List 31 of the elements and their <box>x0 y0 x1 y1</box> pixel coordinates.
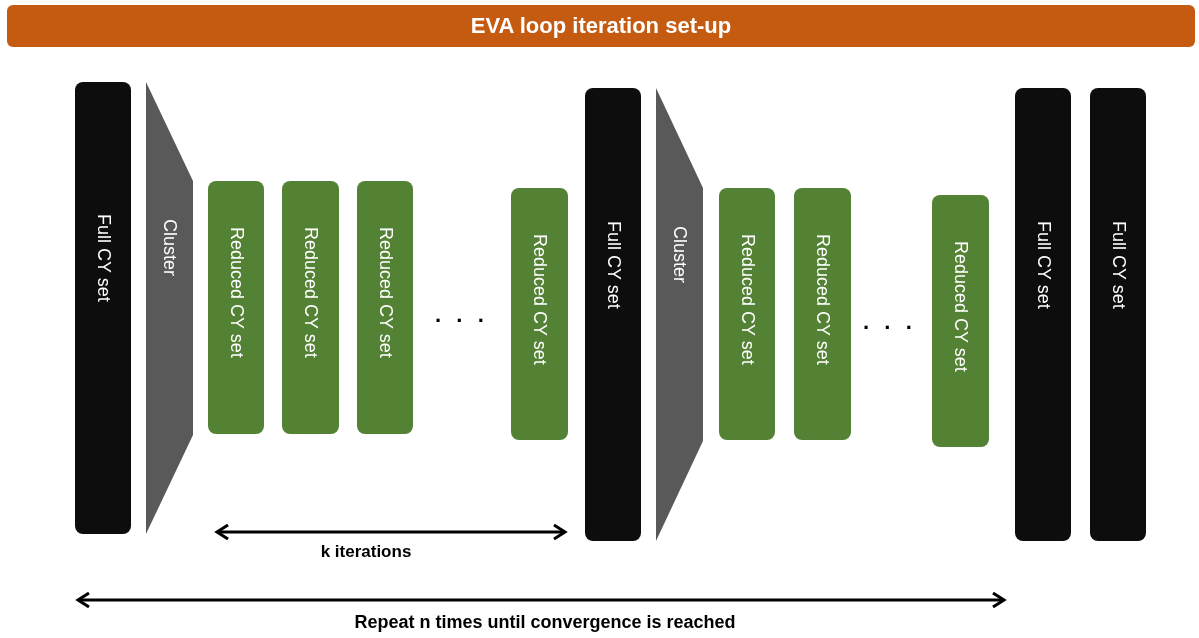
reduced-set-bar <box>719 188 775 440</box>
range-label: k iterations <box>320 542 412 562</box>
bar-label: Reduced CY set <box>950 240 971 372</box>
reduced-set-bar <box>511 188 568 440</box>
cluster-trapezoid <box>656 88 703 541</box>
bar-label: Cluster <box>669 226 690 283</box>
bar-label: Full CY set <box>1107 220 1129 309</box>
cluster-trapezoid <box>146 82 193 534</box>
range-label: Repeat n times until convergence is reached <box>354 612 736 633</box>
bar-label: Cluster <box>159 219 180 277</box>
reduced-set-bar <box>357 181 413 434</box>
bar-label: Full CY set <box>1032 220 1054 309</box>
bar-label: Reduced CY set <box>529 233 550 365</box>
bar-label: Reduced CY set <box>736 233 758 365</box>
data-set-bar <box>585 88 641 541</box>
bar-label: Reduced CY set <box>225 227 247 358</box>
reduced-set-bar <box>794 188 851 440</box>
bar-label: Reduced CY set <box>374 227 396 358</box>
data-set-bar <box>75 82 131 534</box>
bar-label: Full CY set <box>92 214 114 302</box>
reduced-set-bar <box>208 181 264 434</box>
data-set-bar <box>1090 88 1146 541</box>
ellipsis-label: · · · <box>862 315 918 341</box>
bar-label: Full CY set <box>602 220 624 309</box>
title-banner: EVA loop iteration set-up <box>7 5 1195 47</box>
bar-label: Reduced CY set <box>300 227 321 358</box>
bar-label: Reduced CY set <box>812 233 833 365</box>
ellipsis-label: · · · <box>434 308 490 334</box>
data-set-bar <box>1015 88 1071 541</box>
reduced-set-bar <box>282 181 339 434</box>
reduced-set-bar <box>932 195 989 447</box>
